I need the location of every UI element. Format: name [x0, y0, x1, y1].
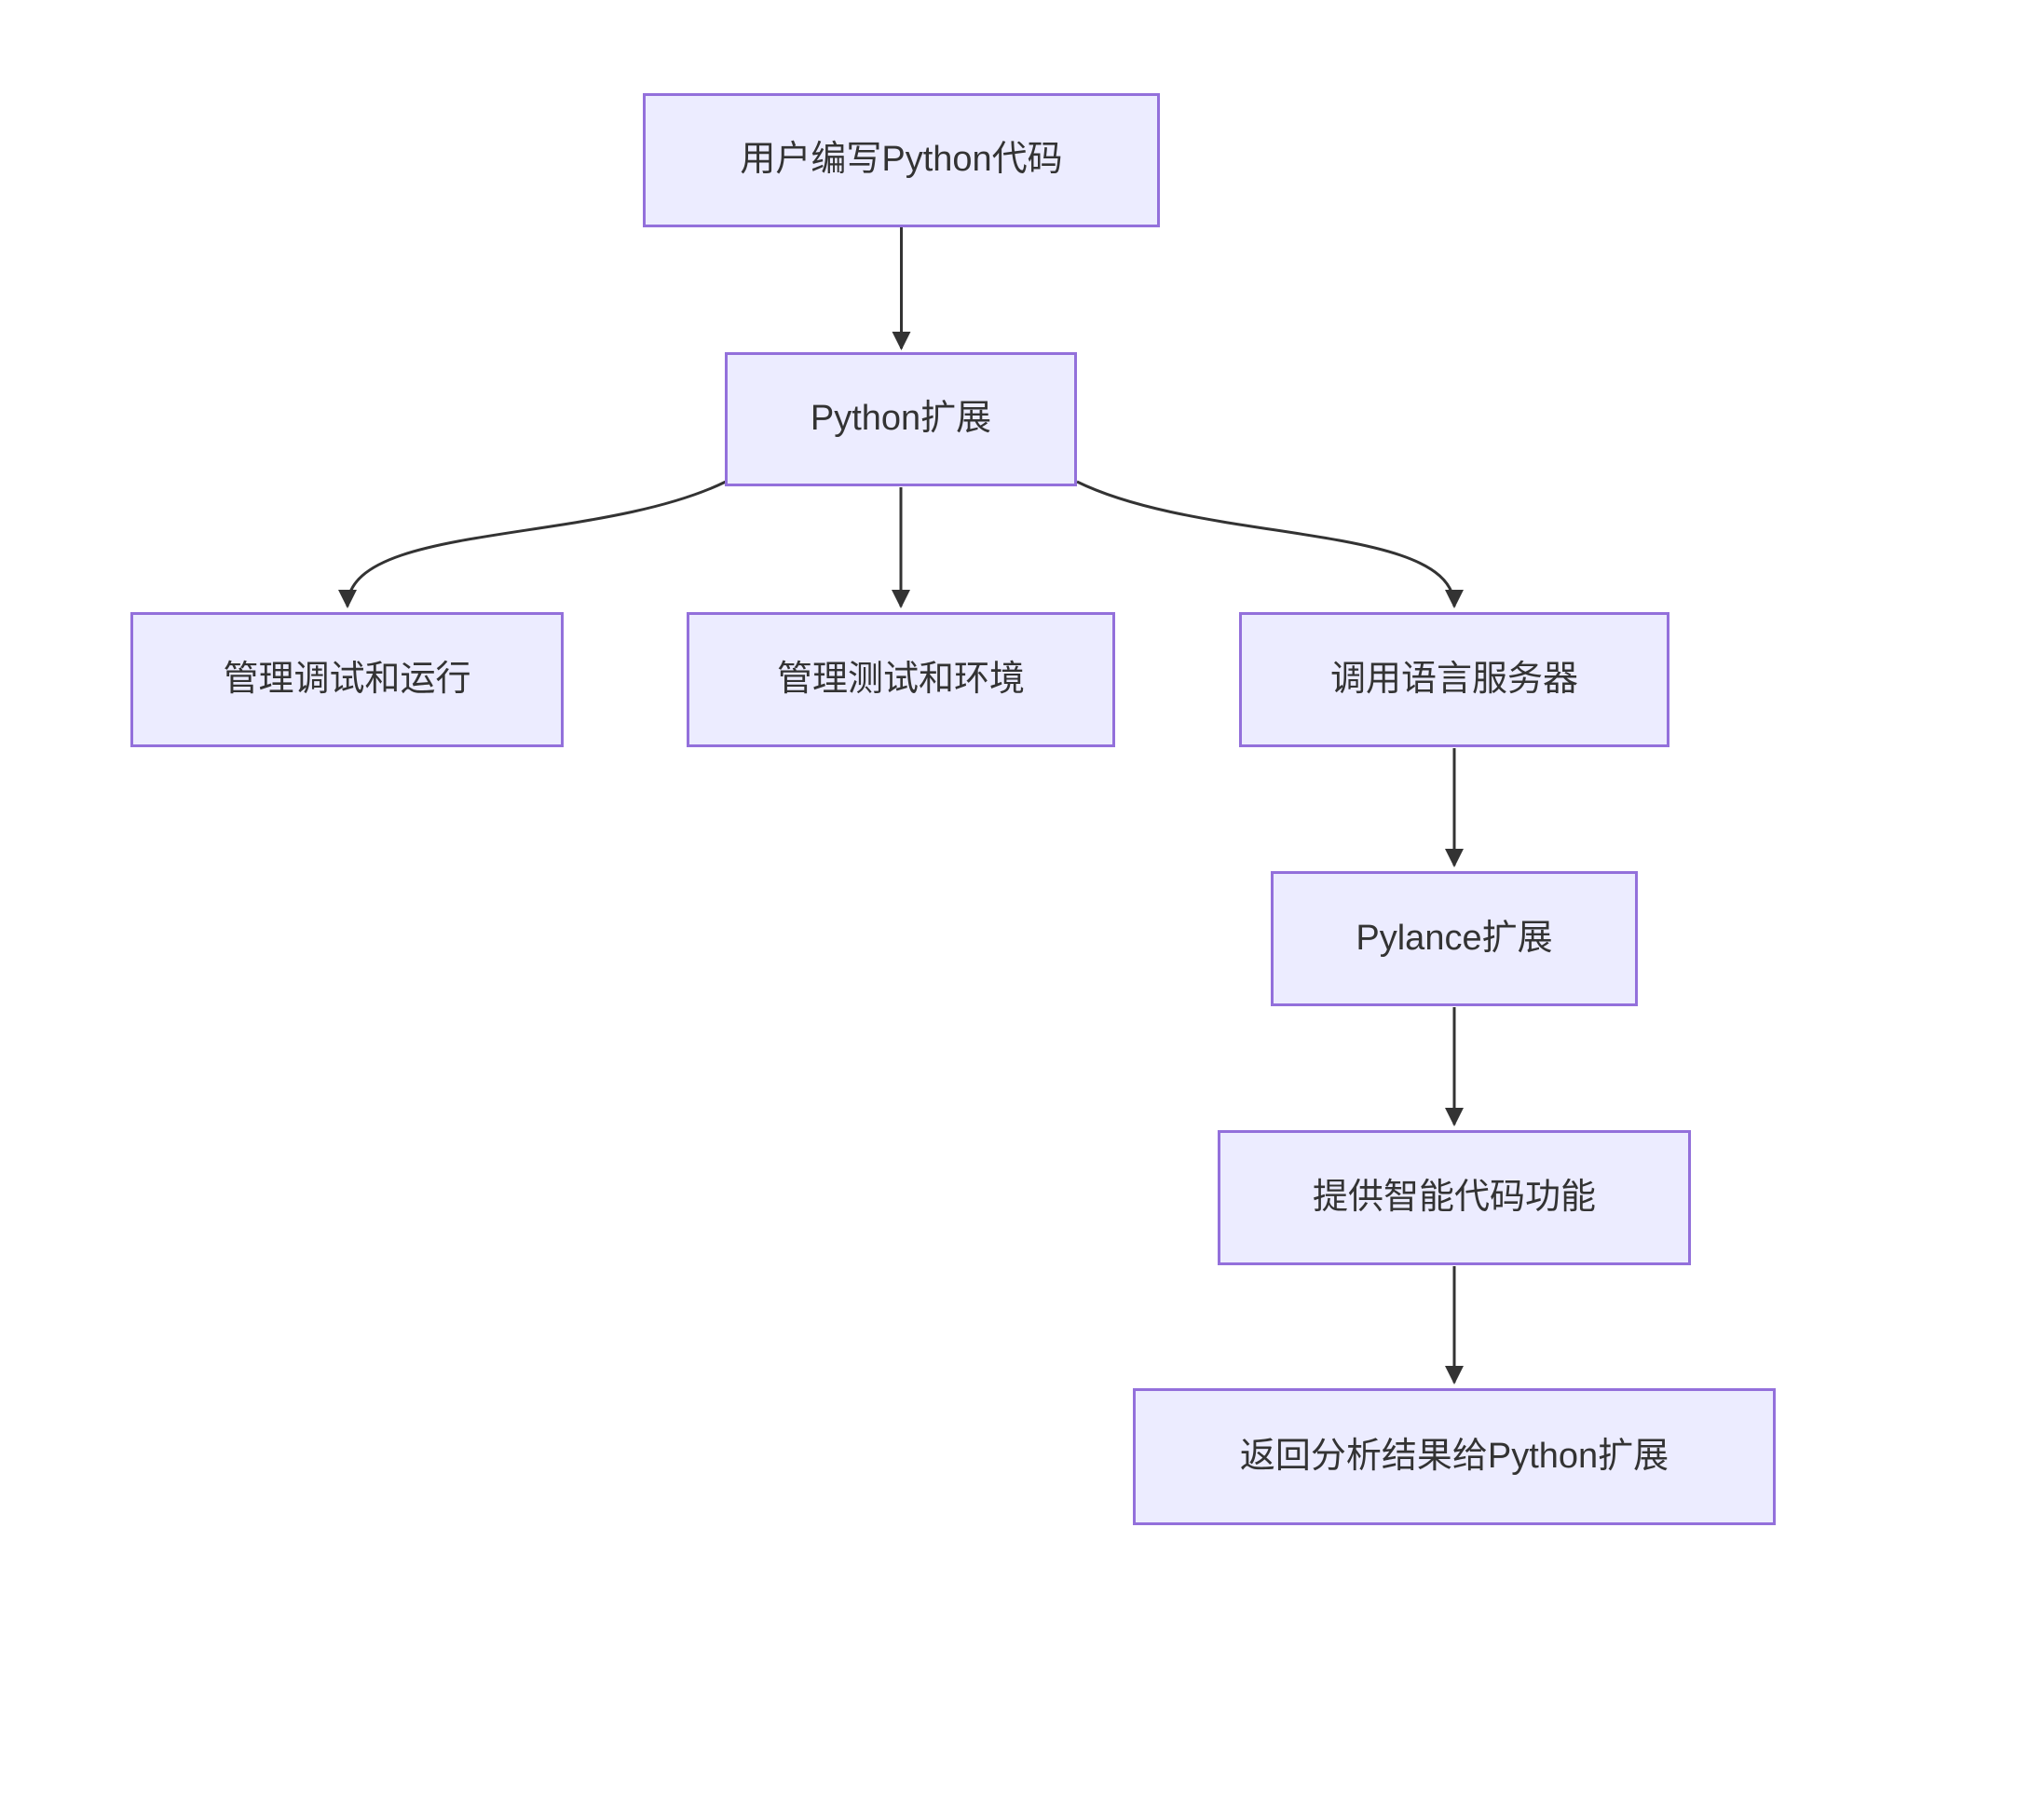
node-call-language-server: 调用语言服务器 — [1239, 612, 1669, 747]
node-python-extension: Python扩展 — [725, 352, 1077, 486]
node-manage-test-env: 管理测试和环境 — [687, 612, 1115, 747]
node-provide-smart-code-features: 提供智能代码功能 — [1218, 1130, 1691, 1265]
node-user-writes-python-code: 用户编写Python代码 — [643, 93, 1160, 227]
edge-pythonext-to-debugrun — [338, 480, 727, 608]
node-pylance-extension: Pylance扩展 — [1271, 871, 1638, 1006]
edge-pythonext-to-langserver — [1076, 480, 1464, 608]
node-manage-debug-run: 管理调试和运行 — [130, 612, 564, 747]
node-return-analysis-results: 返回分析结果给Python扩展 — [1133, 1388, 1776, 1525]
